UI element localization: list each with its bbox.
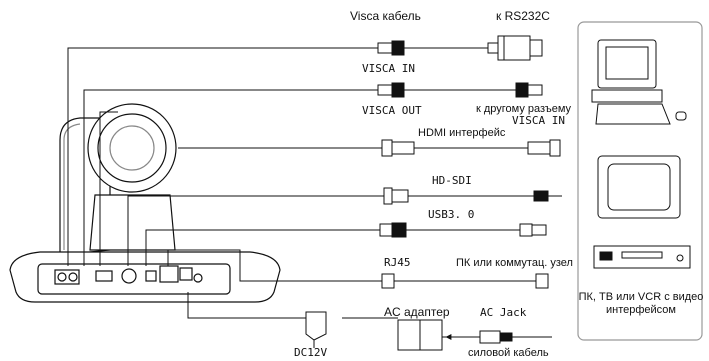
labels: Visca кабель к RS232C VISCA IN VISCA OUT…	[294, 9, 573, 359]
hdmi-interface-label: HDMI интерфейс	[418, 127, 506, 139]
connectors	[305, 35, 562, 351]
to-other-connector-label-2: VISCA IN	[512, 114, 565, 127]
devices-caption: ПК, ТВ или VCR с видео интерфейсом	[578, 291, 704, 316]
to-rs232c-label: к RS232C	[496, 9, 550, 23]
usb3-label: USB3. 0	[428, 208, 474, 221]
ac-adapter-label: AC адаптер	[384, 305, 450, 319]
ptz-camera	[9, 103, 281, 303]
cable-lines	[67, 47, 480, 338]
ac-jack-plug	[479, 330, 552, 344]
visca-out-plugs	[377, 82, 543, 98]
usb-plugs	[379, 222, 547, 238]
visca-in-plug	[377, 35, 543, 61]
hd-sdi-label: HD-SDI	[432, 174, 472, 187]
to-other-connector-label-1: к другому разъему	[476, 103, 572, 115]
hdmi-plugs	[381, 139, 561, 157]
hd-sdi-plugs	[383, 187, 562, 205]
vcr-icon	[593, 245, 691, 269]
rj45-plugs	[381, 273, 549, 289]
computer-icon	[591, 39, 687, 125]
visca-out-label: VISCA OUT	[362, 104, 422, 117]
rj45-label: RJ45	[384, 256, 411, 269]
power-cable-label: силовой кабель	[468, 347, 549, 359]
devices-panel	[577, 21, 703, 341]
ac-adapter-brick	[397, 319, 443, 351]
visca-cable-label: Visca кабель	[350, 9, 421, 23]
visca-in-label: VISCA IN	[362, 62, 415, 75]
dc12v-plug	[305, 311, 327, 348]
tv-icon	[597, 155, 681, 219]
ac-jack-label: AC Jack	[480, 306, 527, 319]
dc12v-label: DC12V	[294, 346, 327, 359]
pc-switch-node-label: ПК или коммутац. узел	[456, 257, 573, 269]
